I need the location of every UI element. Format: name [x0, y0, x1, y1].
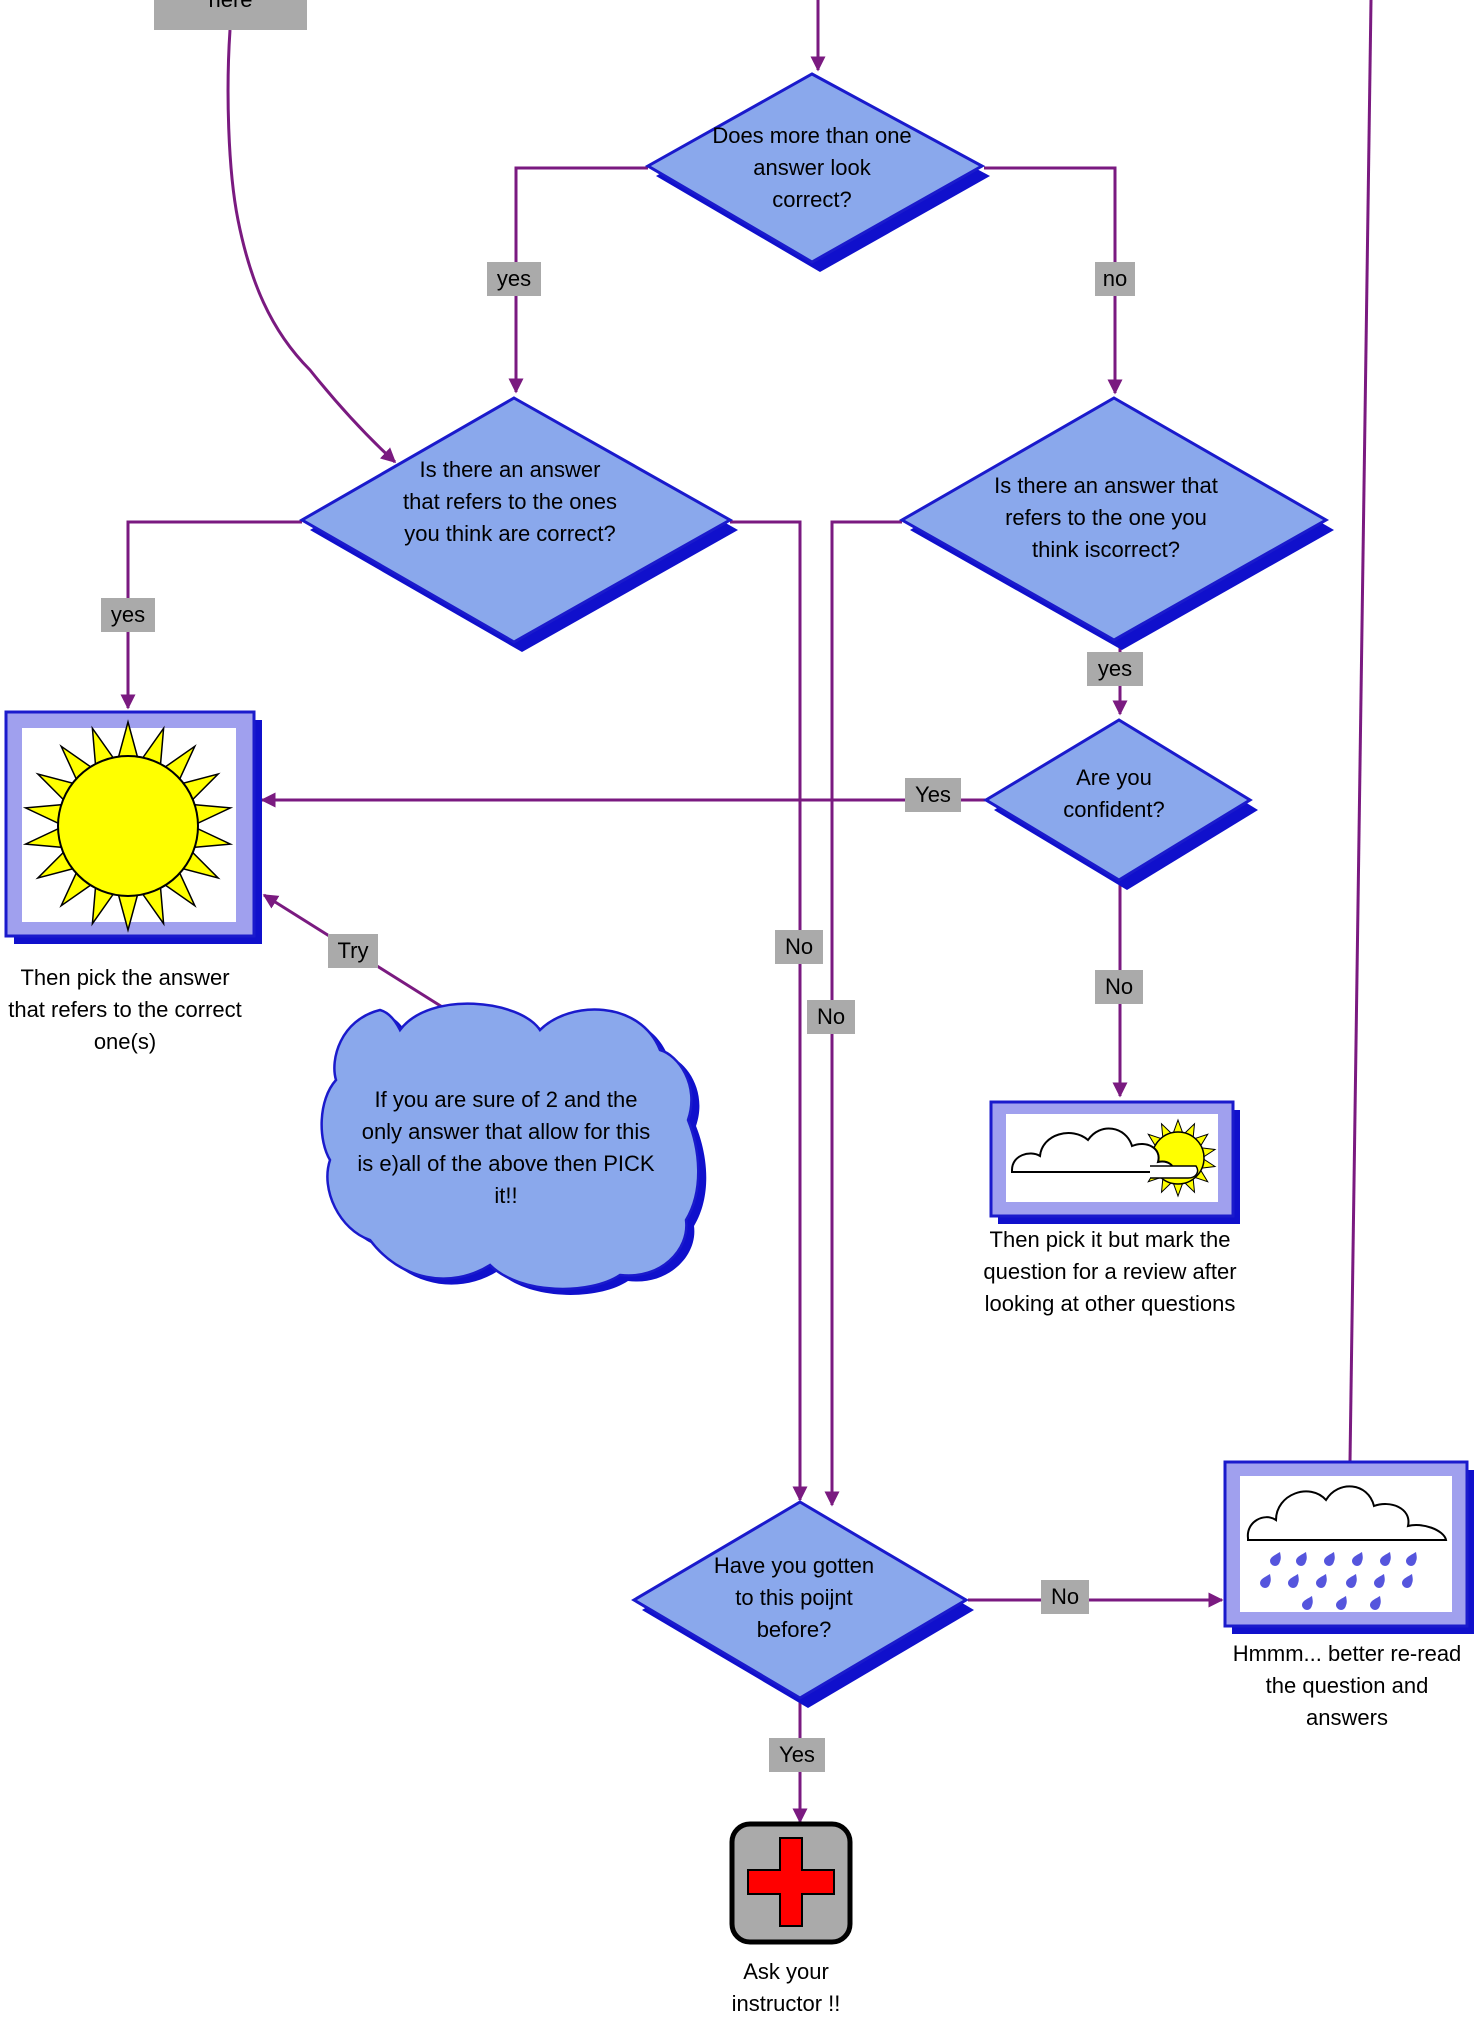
line-right-top — [1348, 0, 1373, 1463]
top-cut-label: here — [154, 0, 307, 16]
caption-instructor: Ask your instructor !! — [731, 1959, 841, 2016]
edge-label-more-no: no — [1095, 262, 1135, 296]
edge-label-confident-no: No — [1095, 970, 1143, 1004]
edge-label-gotten-yes: Yes — [769, 1738, 825, 1772]
rain-cloud-icon — [1246, 1485, 1448, 1610]
question-refers-to-one-correct: Is there an answer that refers to the on… — [994, 473, 1218, 562]
top-cut-box — [154, 0, 307, 30]
edge-label-one-yes: yes — [1087, 652, 1143, 686]
edge-label-ones-yes: yes — [101, 598, 155, 632]
decision-confident — [983, 718, 1258, 890]
rain-box — [1223, 1460, 1474, 1634]
sun-box — [4, 710, 262, 944]
edge-label-try: Try — [328, 934, 378, 968]
decision-more-than-one — [644, 72, 990, 272]
decision-gotten-before — [631, 1500, 974, 1708]
question-confident: Are you confident? — [1063, 765, 1165, 822]
decision-refers-to-correct-ones — [298, 396, 738, 652]
edge-label-gotten-no: No — [1041, 1580, 1089, 1614]
cloud-note-text: If you are sure of 2 and the only answer… — [357, 1087, 655, 1208]
edge-label-one-no: No — [807, 1000, 855, 1034]
caption-rain: Hmmm... better re-read the question and … — [1232, 1641, 1462, 1730]
question-refers-to-correct-ones: Is there an answer that refers to the on… — [402, 457, 618, 546]
edge-label-confident-yes: Yes — [905, 778, 961, 812]
caption-sun: Then pick the answer that refers to the … — [8, 965, 242, 1054]
caption-partly-cloudy: Then pick it but mark the question for a… — [983, 1227, 1237, 1316]
partly-cloudy-icon — [1011, 1118, 1217, 1198]
arrow-more-yes — [508, 166, 648, 394]
first-aid-box — [729, 1821, 853, 1945]
sun-icon — [22, 719, 234, 933]
decision-refers-to-one-correct — [898, 396, 1334, 650]
first-aid-cross-icon — [747, 1837, 835, 1927]
partly-cloudy-box — [989, 1100, 1240, 1224]
cloud-note-shape — [320, 1002, 707, 1295]
arrow-from-here — [226, 29, 397, 464]
edge-label-ones-no: No — [775, 930, 823, 964]
question-gotten-before: Have you gotten to this poijnt before? — [713, 1553, 875, 1642]
question-more-than-one: Does more than one answer look correct? — [712, 123, 912, 212]
arrow-ones-no — [730, 520, 808, 1502]
edge-label-more-yes: yes — [487, 262, 541, 296]
arrow-more-no — [984, 166, 1123, 395]
arrow-one-no — [824, 520, 902, 1507]
arrow-ones-yes — [120, 520, 302, 710]
